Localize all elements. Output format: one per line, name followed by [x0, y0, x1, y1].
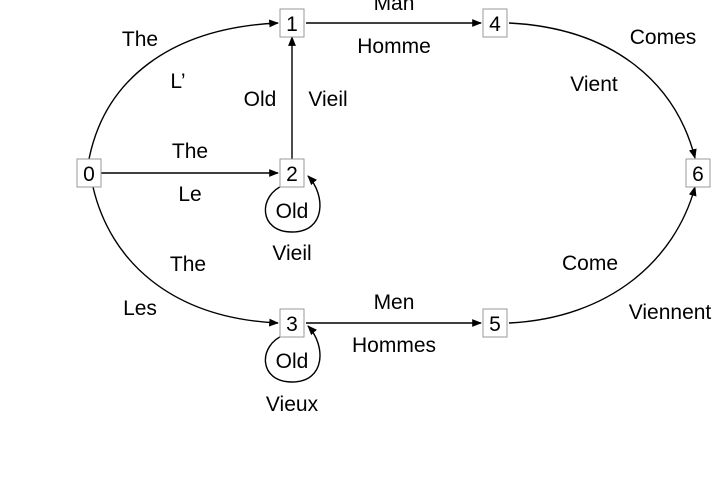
edge-3-5-label-en: Men: [374, 291, 415, 314]
node-0-label: 0: [83, 163, 95, 186]
node-1: 1: [279, 8, 305, 38]
edge-0-3: [92, 186, 279, 327]
edge-4-6-label-en: Comes: [630, 26, 697, 49]
node-5: 5: [482, 308, 508, 338]
edge-0-2-label-fr: Le: [178, 183, 201, 206]
edge-3-3-loop: [264, 325, 321, 383]
edge-5-6-label-en: Come: [562, 252, 618, 275]
edge-1-4-label-en: Man: [374, 0, 415, 15]
edge-3-3-label-en: Old: [276, 350, 309, 373]
edge-0-1-label-en: The: [122, 28, 158, 51]
node-3-label: 3: [286, 313, 298, 336]
node-4-label: 4: [489, 13, 501, 36]
edge-0-1-label-fr: L’: [170, 70, 185, 93]
edge-2-2-label-en: Old: [276, 200, 309, 223]
edge-3-3-label-fr: Vieux: [266, 393, 319, 416]
node-4: 4: [482, 8, 508, 38]
edge-0-2-label-en: The: [172, 140, 208, 163]
edge-4-6: [508, 22, 697, 159]
node-0: 0: [76, 158, 102, 188]
edge-3-5-label-fr: Hommes: [352, 334, 436, 357]
node-6-label: 6: [692, 163, 704, 186]
node-6: 6: [685, 158, 711, 188]
node-5-label: 5: [489, 313, 501, 336]
node-1-label: 1: [286, 13, 298, 36]
edge-2-1-label-en: Old: [244, 88, 277, 111]
edge-2-2-label-fr: Vieil: [272, 242, 311, 265]
edge-0-3-label-en: The: [170, 253, 206, 276]
edge-5-6: [508, 186, 697, 324]
edge-2-1-label-fr: Vieil: [308, 88, 347, 111]
edge-2-2-loop: [264, 175, 321, 233]
node-2-label: 2: [286, 163, 298, 186]
edge-0-1: [88, 19, 279, 160]
edge-4-6-label-fr: Vient: [570, 73, 618, 96]
node-2: 2: [279, 158, 305, 188]
edge-0-3-label-fr: Les: [123, 297, 157, 320]
edge-5-6-label-fr: Viennent: [629, 301, 712, 324]
node-3: 3: [279, 308, 305, 338]
edge-1-4-label-fr: Homme: [357, 35, 431, 58]
